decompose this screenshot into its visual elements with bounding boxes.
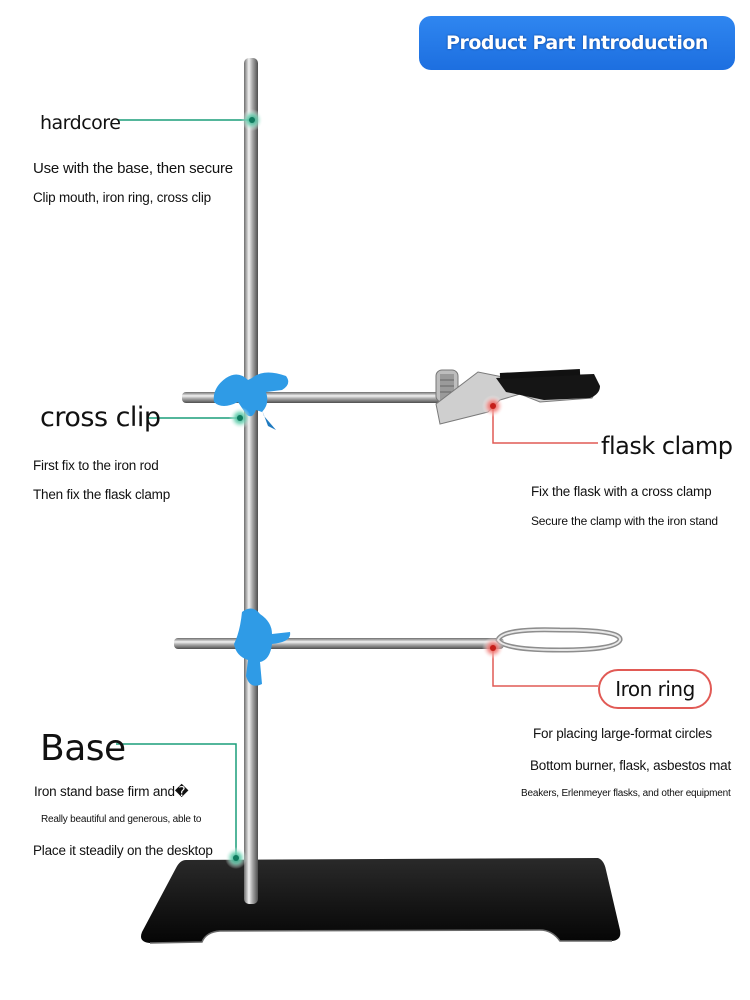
iron-ring-title: Iron ring <box>615 677 695 701</box>
flask-clamp-title: flask clamp <box>601 432 733 460</box>
cross-clip-line-1: First fix to the iron rod <box>33 458 159 473</box>
iron-ring-line-3: Beakers, Erlenmeyer flasks, and other eq… <box>521 788 731 799</box>
base-line-1: Iron stand base firm and� <box>34 784 189 799</box>
cross-clip-knob <box>213 372 289 430</box>
base-line-3: Place it steadily on the desktop <box>33 843 213 858</box>
banner-title: Product Part Introduction <box>446 32 708 54</box>
iron-ring-line-1: For placing large-format circles <box>533 726 712 741</box>
vertical-rod <box>244 58 258 904</box>
base-plate <box>141 858 621 944</box>
iron-ring-leader <box>492 649 598 687</box>
hardcore-line-2: Clip mouth, iron ring, cross clip <box>33 190 211 205</box>
base-leader <box>116 743 237 858</box>
flask-clamp-line-2: Secure the clamp with the iron stand <box>531 514 718 528</box>
title-banner: Product Part Introduction <box>419 16 735 70</box>
flask-clamp-jaws <box>435 369 600 425</box>
iron-ring-label-box: Iron ring <box>598 669 712 709</box>
base-title: Base <box>40 728 126 769</box>
hardcore-title: hardcore <box>40 112 121 134</box>
red-anchor-dots <box>482 395 504 659</box>
green-anchor-dots <box>225 109 263 869</box>
hardcore-line-1: Use with the base, then secure <box>33 160 233 177</box>
cross-clip-line-2: Then fix the flask clamp <box>33 487 171 502</box>
iron-ring-line-2: Bottom burner, flask, asbestos mat <box>530 758 732 773</box>
base-line-2: Really beautiful and generous, able to <box>41 814 202 825</box>
flask-clamp-line-1: Fix the flask with a cross clamp <box>531 484 712 499</box>
flask-clamp-leader <box>492 408 598 444</box>
iron-ring <box>495 627 623 653</box>
ring-clip-knob <box>234 608 291 686</box>
cross-clip-title: cross clip <box>40 402 161 433</box>
ring-bar <box>174 638 504 649</box>
